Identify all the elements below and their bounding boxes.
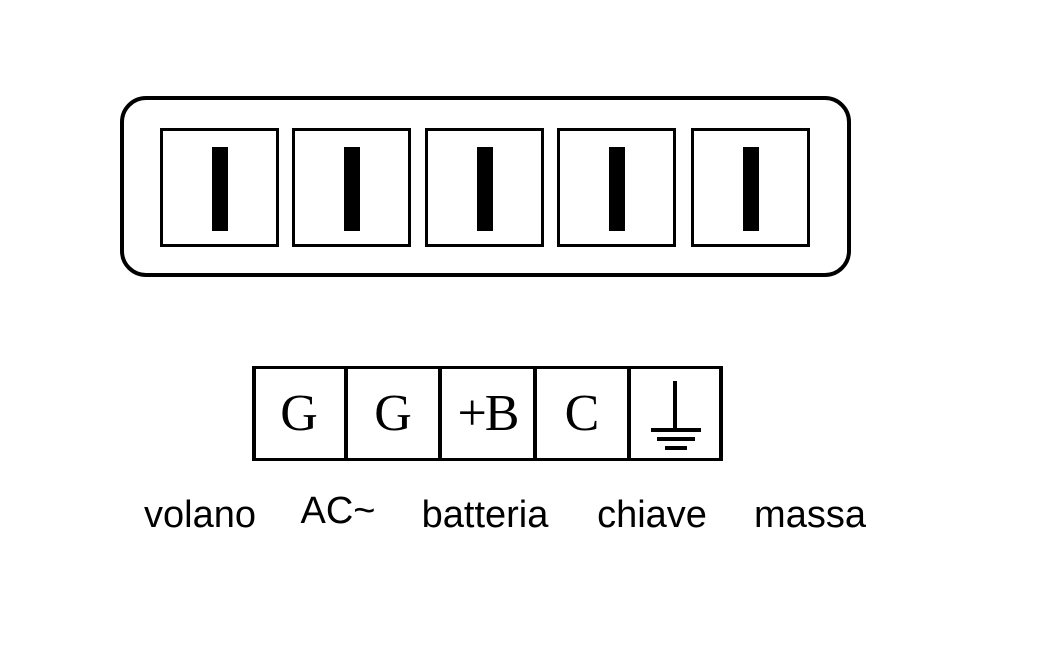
divider xyxy=(344,366,348,461)
connector-pin-5 xyxy=(691,128,810,247)
terminal-label: batteria xyxy=(421,494,549,536)
connector-pin-2 xyxy=(292,128,411,247)
divider xyxy=(533,366,537,461)
terminal-label: volano xyxy=(144,494,256,536)
pin-blade xyxy=(343,147,360,231)
divider xyxy=(627,366,631,461)
pin-blade xyxy=(211,147,228,231)
terminal-label: AC~ xyxy=(300,490,376,532)
divider xyxy=(438,366,442,461)
terminal-symbol: G xyxy=(374,385,412,442)
terminal-label: chiave xyxy=(597,494,707,536)
connector-pin-4 xyxy=(557,128,676,247)
connector-pin-3 xyxy=(425,128,544,247)
terminal-symbol: G xyxy=(280,385,318,442)
pin-blade xyxy=(742,147,759,231)
terminal-strip xyxy=(252,366,723,461)
terminal-symbol: +B xyxy=(457,385,519,442)
connector-pin-1 xyxy=(160,128,279,247)
connector-housing xyxy=(120,96,851,277)
terminal-label: massa xyxy=(754,494,866,536)
terminal-symbol: C xyxy=(564,385,600,442)
ground-icon xyxy=(651,381,701,450)
pin-blade xyxy=(608,147,625,231)
pin-blade xyxy=(476,147,493,231)
